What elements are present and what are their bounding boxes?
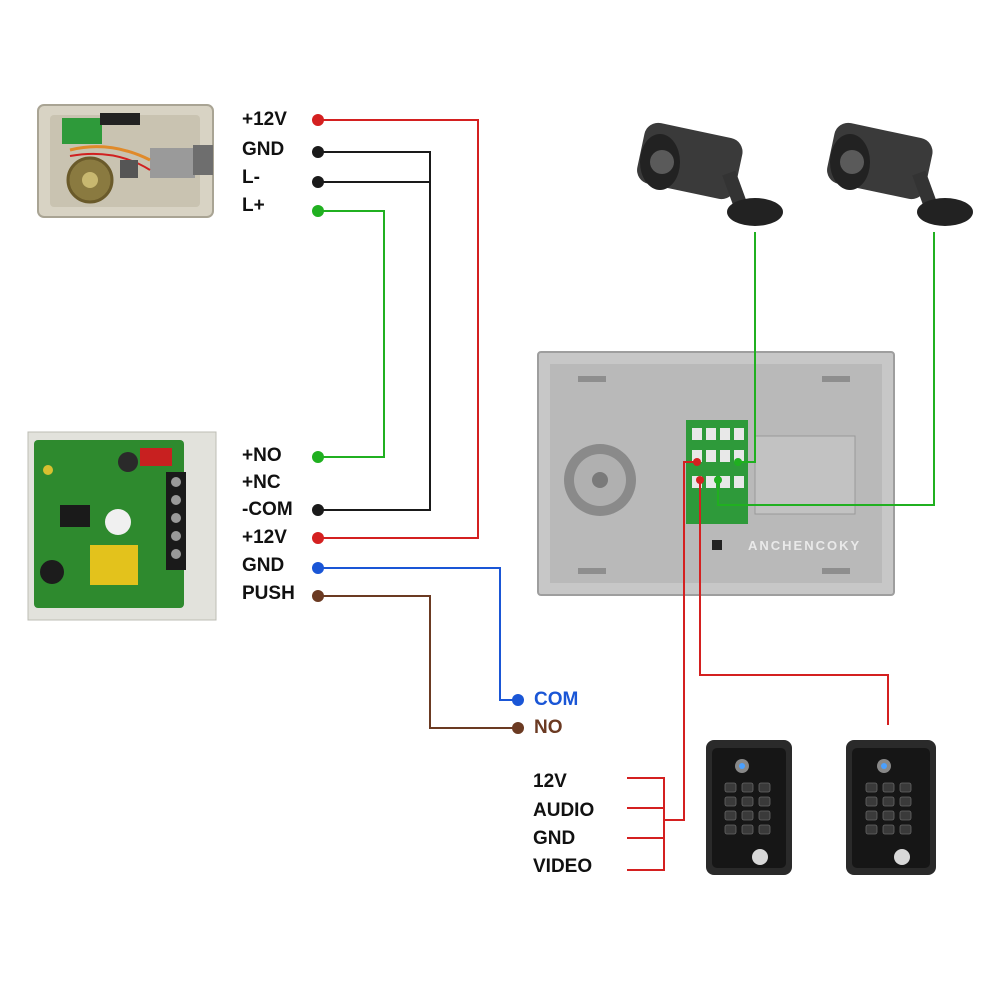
psu-terminal-12v: +12V <box>242 527 287 548</box>
terminal-dot-psu-12v <box>312 532 324 544</box>
terminal-dot-psu-no <box>312 451 324 463</box>
doorbell-terminal-audio: AUDIO <box>533 800 595 821</box>
terminal-dot-psu-com <box>312 504 324 516</box>
monitor-image <box>537 351 895 596</box>
wire-lplus-green <box>318 210 385 458</box>
lock-terminal-lplus: L+ <box>242 195 265 216</box>
terminal-dot-psu-push <box>312 590 324 602</box>
doorbell-2-image <box>846 740 936 875</box>
lock-terminal-lminus: L- <box>242 167 260 188</box>
power-supply-image <box>27 431 217 621</box>
wire-doorbell-bracket <box>627 777 665 871</box>
terminal-dot-lock-lminus <box>312 176 324 188</box>
lock-terminal-gnd: GND <box>242 139 285 160</box>
wire-doorbell1-red <box>664 461 696 821</box>
doorbell-1-image <box>706 740 792 875</box>
wire-doorbell2-red <box>699 480 889 725</box>
wire-12v-red <box>318 119 479 539</box>
lock-terminal-12v: +12V <box>242 109 287 130</box>
monitor-brand-label: ANCHENCOKY <box>748 538 862 553</box>
electric-lock-image <box>37 104 214 218</box>
wire-push-brown <box>318 595 518 729</box>
terminal-dot-psu-gnd <box>312 562 324 574</box>
doorbell-terminal-video: VIDEO <box>533 856 593 877</box>
terminal-dot-lock-gnd <box>312 146 324 158</box>
exit-terminal-com: COM <box>534 689 579 710</box>
wire-gnd-blue <box>318 567 518 701</box>
terminal-dot-lock-lplus <box>312 205 324 217</box>
camera-1-image <box>637 122 783 226</box>
wire-camera1-green <box>738 232 756 463</box>
exit-terminal-no: NO <box>534 717 563 738</box>
psu-terminal-nc: +NC <box>242 472 281 493</box>
wire-camera2-green <box>717 232 935 506</box>
camera-2-image <box>827 122 973 226</box>
psu-terminal-no: +NO <box>242 445 282 466</box>
doorbell-terminal-12v: 12V <box>533 771 567 792</box>
terminal-dot-exit-com <box>512 694 524 706</box>
wire-gnd-black <box>318 151 431 511</box>
doorbell-terminal-gnd: GND <box>533 828 576 849</box>
terminal-dot-exit-no <box>512 722 524 734</box>
psu-terminal-com: -COM <box>242 499 293 520</box>
psu-terminal-push: PUSH <box>242 583 295 604</box>
terminal-dot-lock-12v <box>312 114 324 126</box>
psu-terminal-gnd: GND <box>242 555 285 576</box>
